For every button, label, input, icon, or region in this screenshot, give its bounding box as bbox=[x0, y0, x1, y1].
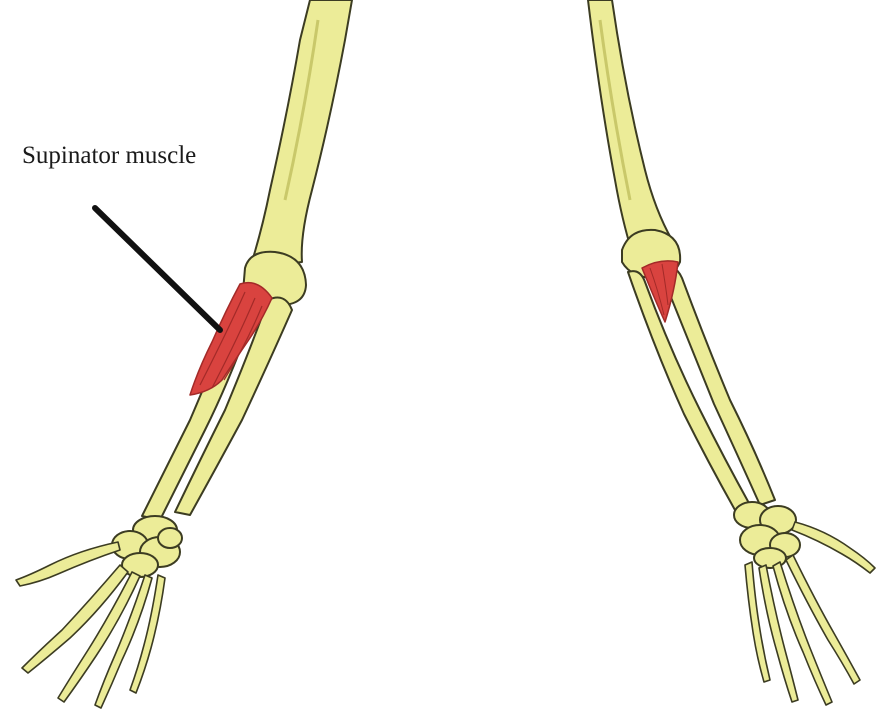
left-humerus bbox=[250, 0, 352, 268]
left-arm bbox=[16, 0, 352, 708]
right-humerus bbox=[588, 0, 672, 252]
right-arm bbox=[588, 0, 875, 705]
supinator-muscle-label: Supinator muscle bbox=[22, 142, 196, 170]
label-pointer-line bbox=[95, 208, 220, 330]
